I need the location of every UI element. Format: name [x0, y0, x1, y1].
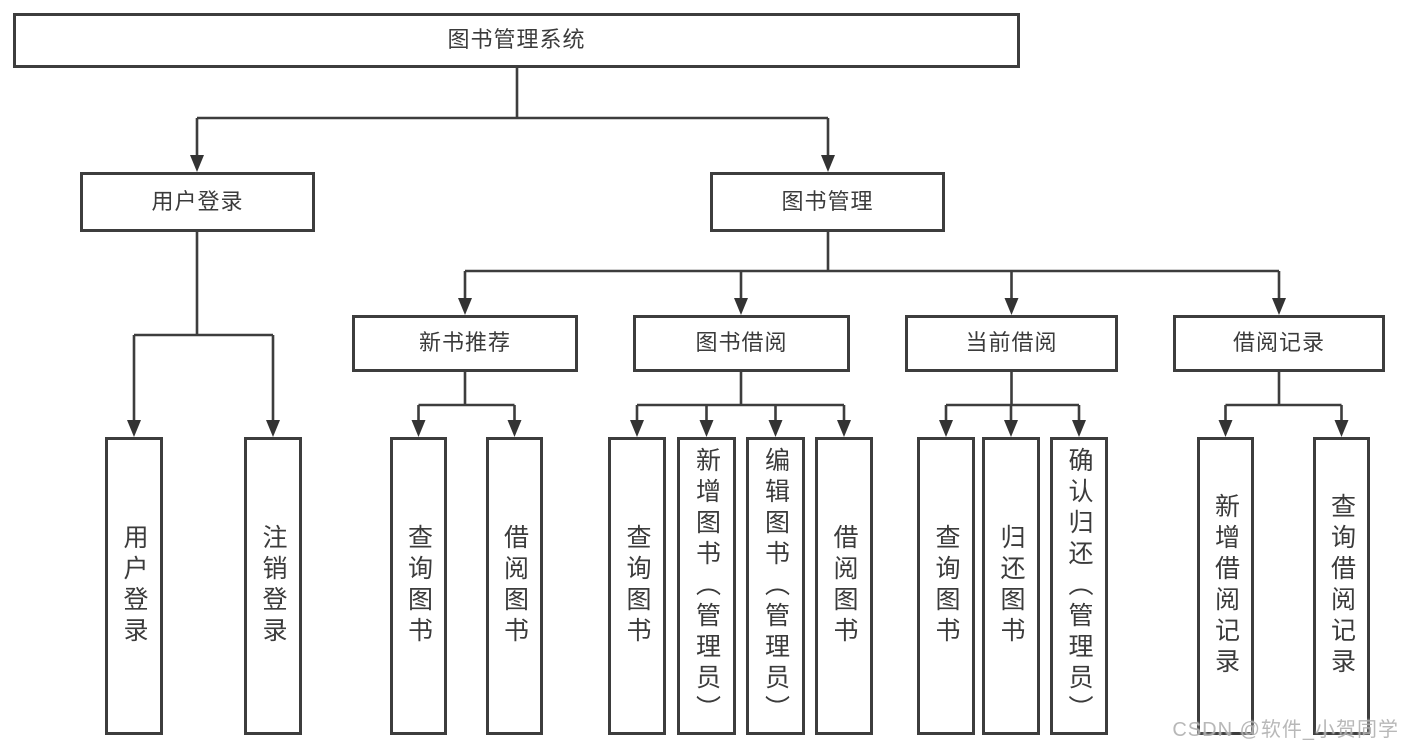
leaf-query-books-borrow: 查询图书 — [608, 437, 666, 735]
leaf-logout: 注销登录 — [244, 437, 302, 735]
leaf-edit-book-admin: 编辑图书（管理员） — [746, 437, 805, 735]
leaf-query-borrow-record: 查询借阅记录 — [1313, 437, 1370, 735]
node-user-login: 用户登录 — [80, 172, 315, 232]
leaf-query-books-recommend: 查询图书 — [390, 437, 447, 735]
arrowheads — [127, 155, 1349, 437]
node-book-management: 图书管理 — [710, 172, 945, 232]
leaf-add-borrow-record: 新增借阅记录 — [1197, 437, 1254, 735]
node-new-book-recommend: 新书推荐 — [352, 315, 578, 372]
leaf-add-book-admin: 新增图书（管理员） — [677, 437, 736, 735]
leaf-borrow-books-recommend: 借阅图书 — [486, 437, 543, 735]
leaf-borrow-books: 借阅图书 — [815, 437, 873, 735]
leaf-user-login: 用户登录 — [105, 437, 163, 735]
leaf-query-books-current: 查询图书 — [917, 437, 975, 735]
leaf-return-book: 归还图书 — [982, 437, 1040, 735]
leaf-confirm-return-admin: 确认归还（管理员） — [1050, 437, 1108, 735]
node-book-borrow: 图书借阅 — [633, 315, 850, 372]
node-current-borrow: 当前借阅 — [905, 315, 1118, 372]
node-borrow-record: 借阅记录 — [1173, 315, 1385, 372]
csdn-watermark: CSDN @软件_小贺同学 — [1172, 719, 1399, 741]
node-system-root: 图书管理系统 — [13, 13, 1020, 68]
